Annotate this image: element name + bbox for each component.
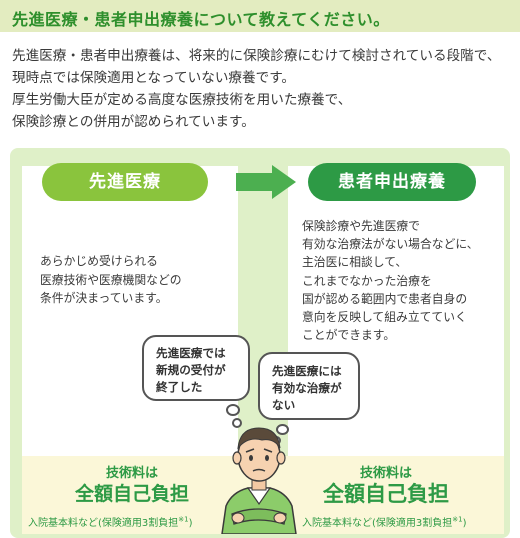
advanced-medical-title: 先進医療 [42, 163, 208, 201]
fee-note-right: 入院基本料など(保険適用3割負担※1) [302, 515, 467, 529]
bubble-line: 先進医療では [156, 346, 226, 360]
desc-line: 条件が決まっています。 [40, 291, 168, 305]
fee-amount-left: 全額自己負担 [74, 483, 189, 505]
bubble-line: 新規の受付が [156, 363, 226, 377]
desc-line: 有効な治療法がない場合などに、 [302, 237, 479, 252]
thinking-person-icon [221, 427, 297, 534]
intro-line: 現時点では保険適用となっていない療養です。 [12, 70, 296, 86]
desc-line: あらかじめ受けられる [40, 254, 158, 268]
thought-dot [226, 404, 240, 416]
page-title: 先進医療・患者申出療養について教えてください。 [12, 10, 390, 29]
intro-line: 先進医療・患者申出療養は、将来的に保険診療にむけて検討されている段階で、 [12, 48, 501, 64]
fee-label-left: 技術料は [105, 466, 158, 481]
desc-line: 医療技術や医療機関などの [40, 272, 182, 287]
desc-line: 国が認める範囲内で患者自身の [302, 291, 468, 306]
fee-note-left: 入院基本料など(保険適用3割負担※1) [28, 515, 193, 529]
thought-bubble-right: 先進医療には 有効な治療が ない [258, 352, 360, 420]
bubble-line: 有効な治療が [272, 381, 342, 395]
header-bar [0, 0, 520, 32]
desc-line: 意向を反映して組み立てていく [302, 310, 467, 325]
desc-line: ことができます。 [302, 328, 396, 343]
advanced-medical-column [22, 166, 238, 456]
desc-line: これまでなかった治療を [302, 273, 432, 288]
arrow-right-icon [236, 165, 296, 199]
intro-line: 厚生労働大臣が定める高度な医療技術を用いた療養で、 [12, 92, 352, 108]
thought-dot [232, 418, 242, 428]
thought-bubble-left: 先進医療では 新規の受付が 終了した [142, 335, 250, 401]
bubble-line: 終了した [156, 380, 203, 394]
fee-label-right: 技術料は [359, 466, 412, 481]
patient-request-title: 患者申出療養 [308, 163, 476, 201]
bubble-line: ない [272, 398, 296, 412]
intro-line: 保険診療との併用が認められています。 [12, 114, 255, 130]
patient-request-description: 保険診療や先進医療で 有効な治療法がない場合などに、 主治医に相談して、 これま… [302, 217, 502, 344]
intro-text: 先進医療・患者申出療養は、将来的に保険診療にむけて検討されている段階で、 現時点… [12, 45, 512, 133]
thought-dot [276, 424, 289, 435]
fee-amount-right: 全額自己負担 [323, 482, 449, 506]
bubble-line: 先進医療には [272, 364, 342, 378]
advanced-medical-description: あらかじめ受けられる 医療技術や医療機関などの 条件が決まっています。 [40, 252, 230, 308]
desc-line: 主治医に相談して、 [302, 255, 408, 270]
desc-line: 保険診療や先進医療で [302, 219, 420, 233]
